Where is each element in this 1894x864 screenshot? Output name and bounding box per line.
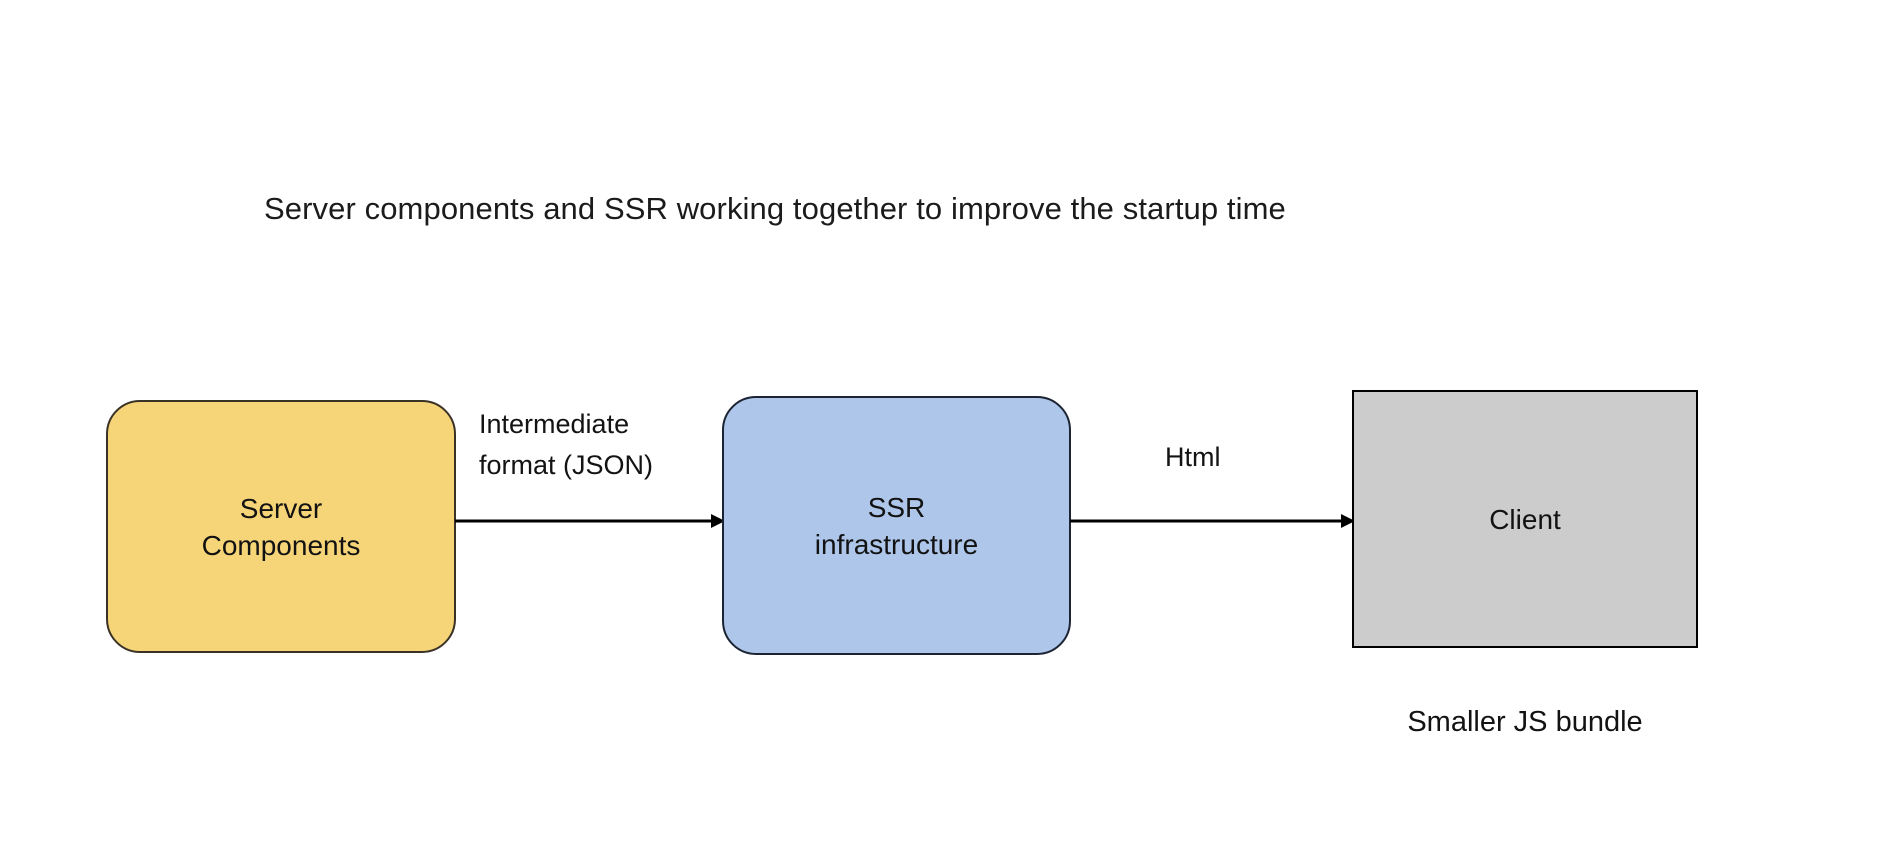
node-server-components-label: Server Components <box>201 492 361 561</box>
node-client[interactable]: Client <box>1352 390 1698 648</box>
arrow-ssr-to-client <box>1070 509 1355 533</box>
arrow-server-to-ssr-icon <box>455 514 725 528</box>
node-server-components[interactable]: Server Components <box>106 400 456 653</box>
node-ssr-infrastructure[interactable]: SSR infrastructure <box>722 396 1071 655</box>
edge-label-intermediate-format: Intermediate format (JSON) <box>479 409 654 480</box>
node-ssr-infrastructure-label: SSR infrastructure <box>814 491 979 560</box>
edge-label-html: Html <box>1165 442 1221 472</box>
caption-smaller-js-bundle: Smaller JS bundle <box>1407 706 1643 738</box>
node-client-label: Client <box>1489 503 1561 535</box>
arrow-server-to-ssr <box>455 509 725 533</box>
diagram-title: Server components and SSR working togeth… <box>264 191 1286 226</box>
arrow-ssr-to-client-icon <box>1070 514 1355 528</box>
